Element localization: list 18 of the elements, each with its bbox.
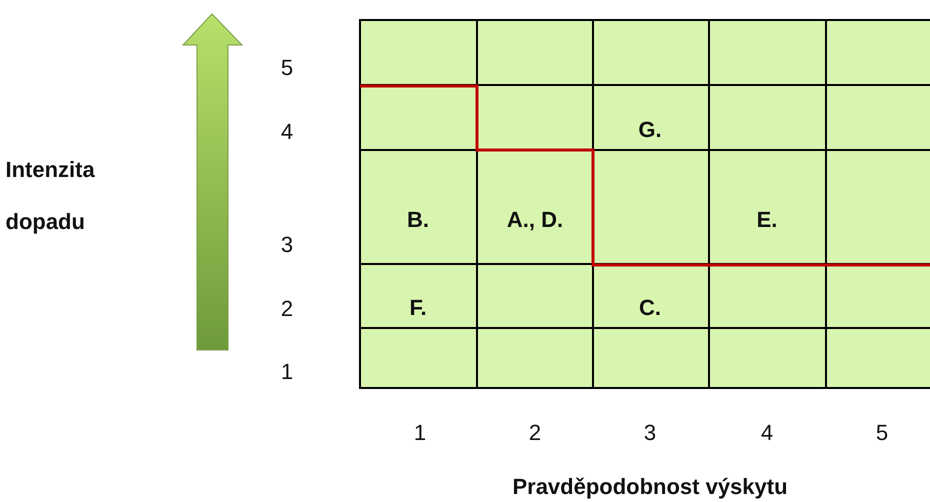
risk-label: F. bbox=[409, 295, 427, 321]
risk-label: C. bbox=[639, 295, 661, 321]
axis-title: Pravděpodobnost výskytu bbox=[512, 474, 788, 500]
tick-label: 5 bbox=[876, 420, 888, 446]
tick-label: 5 bbox=[280, 55, 294, 81]
axis-title: Intenzita dopadu bbox=[6, 156, 96, 236]
tick-label: 2 bbox=[528, 420, 542, 446]
tick-label: 1 bbox=[414, 420, 426, 446]
risk-label: G. bbox=[638, 117, 662, 143]
tick-label: 3 bbox=[644, 420, 656, 446]
tick-label: 2 bbox=[280, 296, 294, 322]
tick-label: 4 bbox=[280, 119, 294, 145]
risk-label: B. bbox=[407, 207, 429, 233]
risk-label: E. bbox=[756, 207, 778, 233]
tick-label: 4 bbox=[760, 420, 774, 446]
tick-label: 1 bbox=[280, 359, 294, 385]
tick-label: 3 bbox=[280, 232, 294, 258]
risk-label: A., D. bbox=[506, 207, 564, 233]
